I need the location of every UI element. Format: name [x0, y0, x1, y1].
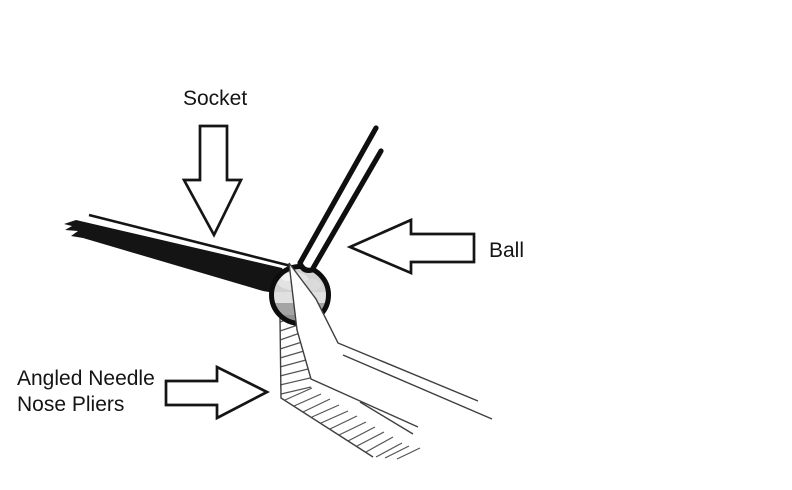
pliers-label-line2: Nose Pliers — [17, 393, 125, 416]
hatched-plier-jaw — [279, 315, 421, 460]
pliers-label: Angled Needle Nose Pliers — [17, 366, 155, 418]
hatched-jaw-outline — [279, 317, 374, 458]
ball-arrow — [346, 217, 476, 276]
plier-hatching — [279, 315, 421, 460]
pliers-arrow — [164, 364, 270, 421]
socket-label: Socket — [183, 87, 248, 110]
near-jaw-outline — [288, 262, 493, 435]
socket-arm-top-line — [88, 213, 292, 268]
ball-label: Ball — [489, 239, 525, 262]
socket-arm-rod — [64, 220, 288, 295]
near-plier-jaw — [288, 262, 493, 435]
socket-arrow — [181, 124, 244, 238]
ball-stud — [297, 125, 384, 273]
socket-arm — [64, 213, 292, 295]
near-jaw-fill — [289, 263, 478, 427]
pliers-label-line1: Angled Needle — [17, 367, 155, 390]
